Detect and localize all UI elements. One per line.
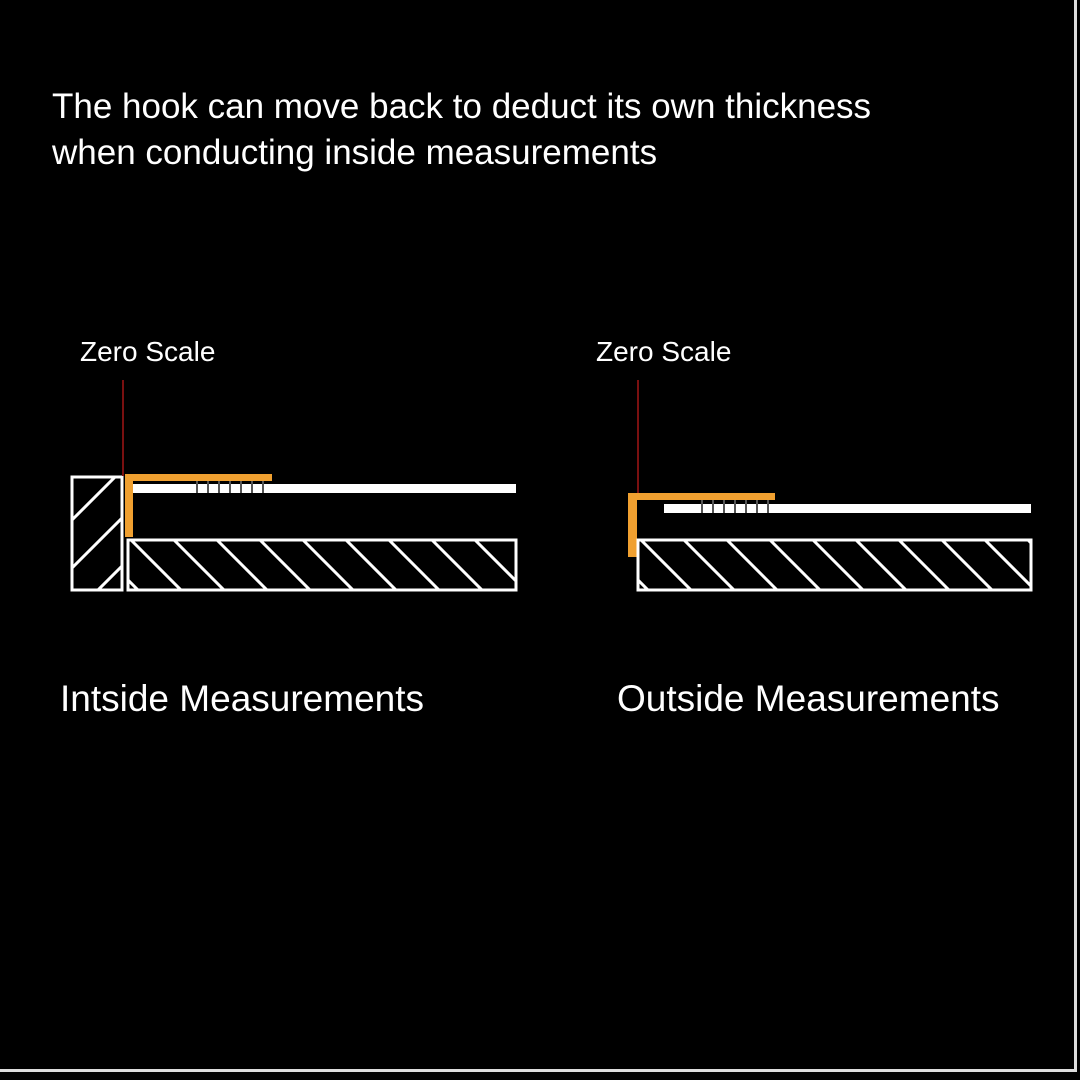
hook	[628, 493, 775, 557]
zero-scale-label-inside: Zero Scale	[80, 336, 216, 367]
hatch-line	[215, 540, 269, 590]
rivet-ticks	[196, 481, 264, 493]
tape-blade	[664, 504, 1031, 513]
hatch-line	[473, 540, 516, 584]
hatch-line	[811, 540, 865, 590]
hatch-line	[128, 577, 140, 590]
hatch-line	[129, 540, 183, 590]
workpiece	[636, 538, 1033, 592]
title-line-1: The hook can move back to deduct its own…	[52, 87, 872, 126]
hatch-line	[301, 540, 355, 590]
hatch-line	[897, 540, 951, 590]
hatch-line	[940, 540, 994, 590]
hatch-line	[682, 540, 736, 590]
caption-inside: Intside Measurements	[60, 678, 425, 719]
title-line-2: when conducting inside measurements	[52, 133, 658, 172]
tape-blade	[133, 484, 516, 493]
hatch-line	[72, 516, 122, 570]
hatch-line	[768, 540, 822, 590]
hatch-line	[854, 540, 908, 590]
hatch-line	[638, 577, 650, 590]
workpiece	[126, 538, 518, 592]
caption-outside: Outside Measurements	[617, 678, 1000, 719]
hatch-line	[72, 477, 118, 522]
hatch-line	[172, 540, 226, 590]
inside-diagram	[70, 380, 518, 664]
outside-diagram	[628, 380, 1033, 592]
wall-block	[70, 475, 124, 664]
hatch-line	[344, 540, 398, 590]
hatch-line	[725, 540, 779, 590]
hatch-line	[430, 540, 484, 590]
hatch-line	[639, 540, 693, 590]
hatch-line	[387, 540, 441, 590]
hatch-line	[983, 540, 1031, 589]
hatch-line	[258, 540, 312, 590]
zero-scale-label-outside: Zero Scale	[596, 336, 732, 367]
rivet-ticks	[701, 500, 769, 513]
hook	[125, 474, 272, 537]
hatch-line	[72, 614, 122, 664]
hatch-line	[1026, 540, 1031, 546]
hatch-line	[95, 564, 122, 590]
